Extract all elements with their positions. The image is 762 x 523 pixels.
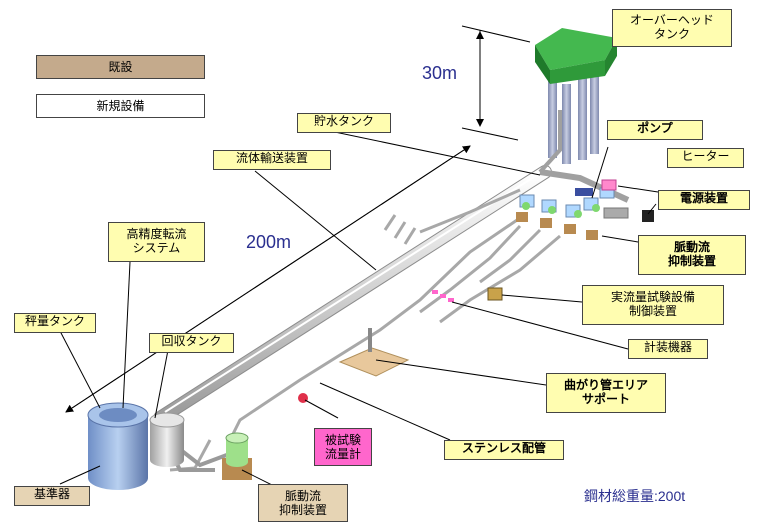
- label-recovery-tank: 回収タンク: [149, 333, 234, 353]
- label-overhead-tank: オーバーヘッドタンク: [612, 9, 732, 47]
- label-weighing-tank: 秤量タンク: [14, 313, 96, 333]
- label-fluid-transport: 流体輸送装置: [213, 150, 331, 170]
- steel-weight-note: 鋼材総重量:200t: [584, 488, 686, 504]
- length-value: 200m: [246, 232, 292, 252]
- piping-network: [169, 188, 561, 472]
- height-dimension: [461, 25, 531, 141]
- callout-leaders: [59, 130, 659, 491]
- weighing-tank: [87, 402, 149, 490]
- legend-existing: 既設: [36, 55, 205, 79]
- length-dimension: [65, 145, 471, 413]
- pulsation-damper-bottom-unit: [222, 432, 252, 480]
- legend-new: 新規設備: [36, 94, 205, 118]
- bent-pipe-area: [338, 328, 410, 377]
- label-pump: ポンプ: [607, 120, 703, 140]
- label-storage-tank: 貯水タンク: [297, 113, 391, 133]
- label-high-precision-diverter: 高精度転流システム: [108, 222, 205, 262]
- label-test-flowmeter: 被試験流量計: [314, 428, 372, 466]
- label-pulsation-damper-top: 脈動流抑制装置: [638, 235, 746, 275]
- label-pulsation-damper-bottom: 脈動流抑制装置: [258, 484, 348, 522]
- height-value: 30m: [422, 63, 458, 83]
- label-bent-pipe-area: 曲がり管エリアサポート: [546, 373, 666, 413]
- control-box: [487, 287, 503, 301]
- overhead-tank-tower: [535, 28, 617, 164]
- instrument-markers: [432, 290, 454, 302]
- label-stainless-piping: ステンレス配管: [444, 440, 564, 460]
- label-reference-device: 基準器: [14, 486, 90, 506]
- label-instrumentation: 計装機器: [628, 339, 708, 359]
- label-heater: ヒーター: [667, 148, 744, 168]
- label-flow-test-control: 実流量試験設備制御装置: [582, 285, 724, 325]
- test-flowmeter-marker: [298, 393, 308, 403]
- label-power-unit: 電源装置: [658, 190, 750, 210]
- pump-cluster: [516, 179, 654, 240]
- recovery-tank: [149, 412, 185, 467]
